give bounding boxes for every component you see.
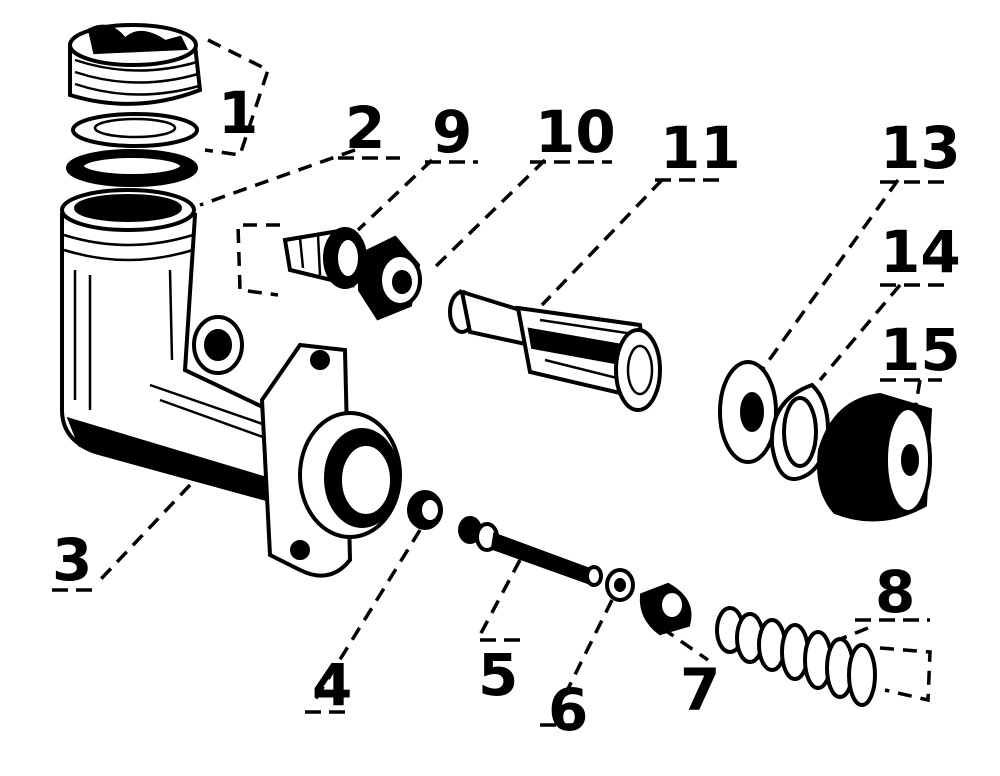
part-3-cylinder-body [60, 188, 402, 578]
part-8-return-spring [715, 606, 877, 707]
label-underlines [52, 156, 950, 727]
leader-13 [760, 178, 900, 372]
part-number-labels: 1 2 9 10 11 13 14 15 3 4 5 6 7 8 [52, 79, 961, 744]
part-6-washer [605, 568, 635, 602]
leader-2 [199, 148, 356, 207]
leader-10 [430, 158, 547, 272]
label-7: 7 [680, 656, 720, 724]
label-8: 8 [875, 558, 915, 626]
leader-11 [540, 178, 664, 307]
part-11-piston [448, 289, 662, 412]
part-2-seal-ring [66, 149, 198, 187]
part-14-circlip [769, 382, 831, 482]
leader-14 [818, 283, 902, 382]
part-13-ring-washer [718, 360, 778, 464]
leader-5 [478, 559, 522, 636]
part-5-valve-stem [458, 516, 603, 587]
part-1-reservoir-cap [68, 23, 203, 148]
label-10: 10 [535, 98, 616, 166]
leader-3 [98, 483, 192, 582]
leader-7 [661, 626, 709, 662]
leader-8 [837, 626, 869, 642]
leader-9-bracket [236, 223, 280, 297]
label-4: 4 [312, 651, 352, 719]
leader-8-bracket [879, 646, 932, 703]
label-1: 1 [218, 79, 258, 147]
leader-15 [913, 379, 922, 411]
label-3: 3 [52, 526, 92, 594]
label-9: 9 [432, 98, 472, 166]
leader-4 [313, 529, 422, 701]
label-5: 5 [478, 641, 518, 709]
part-15-dust-boot [817, 392, 933, 522]
label-15: 15 [880, 316, 961, 384]
part-10-nut [358, 235, 422, 321]
part-4-small-seal [407, 490, 443, 530]
label-2: 2 [345, 94, 385, 162]
label-14: 14 [880, 218, 961, 286]
label-11: 11 [660, 114, 741, 182]
leader-1 [204, 38, 271, 157]
part-9-filter-cup [282, 227, 367, 289]
label-6: 6 [548, 676, 588, 744]
label-13: 13 [880, 114, 961, 182]
leader-9 [356, 158, 434, 232]
leader-lines [98, 38, 932, 716]
part-7-spring-seat [639, 582, 692, 636]
